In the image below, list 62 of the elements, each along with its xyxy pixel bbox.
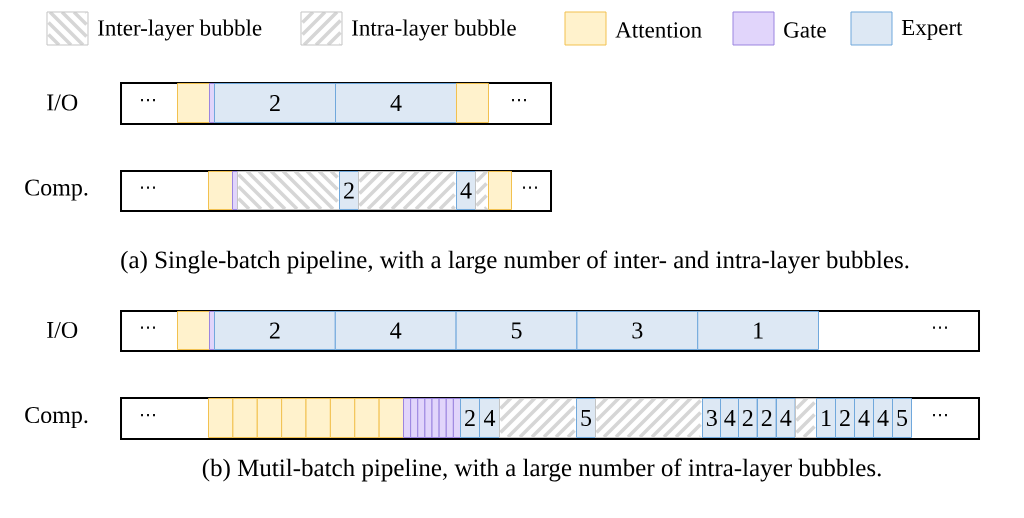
row-label: Comp. (25, 179, 88, 201)
expert-block: 4 (720, 398, 740, 438)
intra-layer-bubble (595, 398, 703, 438)
expert-block: 2 (339, 171, 359, 210)
legend-label: Expert (901, 20, 963, 40)
expert-block: 4 (479, 398, 500, 438)
expert-block: 4 (335, 83, 457, 123)
expert-block: 2 (214, 83, 336, 123)
expert-block: 5 (455, 311, 578, 350)
attention-block (378, 398, 404, 438)
expert-block: 2 (460, 398, 480, 438)
row-label: I/O (47, 94, 78, 111)
attention-block (281, 398, 307, 438)
expert-block: 4 (873, 398, 893, 438)
expert-block: 2 (214, 311, 336, 350)
legend-label: Inter-layer bubble (98, 19, 262, 41)
expert-block: 1 (697, 311, 819, 350)
intra-layer-bubble (358, 171, 457, 210)
expert-block: 4 (854, 398, 874, 438)
expert-block: 4 (334, 311, 457, 350)
attention-block (208, 171, 233, 210)
ellipsis: ⋯ (141, 99, 155, 102)
expert-block: 4 (776, 398, 796, 438)
expert-block: 4 (456, 171, 476, 210)
expert-block: 5 (576, 398, 596, 438)
caption: (a) Single-batch pipeline, with a large number of inter- and intra-layer bubbles. (121, 250, 909, 274)
caption: (b) Mutil-batch pipeline, with a large number of intra-layer bubbles. (202, 458, 881, 482)
intra-layer-bubble (795, 398, 817, 438)
expert-block: 5 (892, 398, 912, 438)
inter-layer-bubble (237, 171, 340, 210)
row-label: Comp. (25, 407, 88, 428)
ellipsis: ⋯ (141, 186, 155, 189)
row-label: I/O (47, 321, 78, 339)
expert-block: 2 (757, 398, 777, 438)
ellipsis: ⋯ (523, 186, 537, 189)
expert-block: 3 (702, 398, 722, 438)
attention-block (256, 398, 283, 438)
attention-block (177, 83, 210, 123)
attention-block (305, 398, 331, 438)
ellipsis: ⋯ (933, 326, 947, 329)
ellipsis: ⋯ (141, 326, 155, 329)
attention-block (177, 311, 210, 350)
legend-label: Attention (615, 22, 702, 38)
expert-block: 3 (576, 311, 699, 350)
legend-label: Intra-layer bubble (352, 19, 516, 41)
gate-block (232, 171, 238, 210)
legend-label: Gate (784, 22, 826, 38)
ellipsis: ⋯ (933, 414, 947, 417)
attention-block (456, 83, 489, 123)
ellipsis: ⋯ (141, 414, 155, 417)
attention-block (488, 171, 512, 210)
attention-block (329, 398, 356, 438)
expert-block: 1 (816, 398, 836, 438)
intra-layer-bubble (499, 398, 577, 438)
intra-layer-bubble (475, 171, 489, 210)
attention-block (354, 398, 380, 438)
gate-block (438, 398, 447, 438)
attention-block (208, 398, 234, 438)
attention-block (232, 398, 258, 438)
expert-block: 2 (738, 398, 758, 438)
expert-block: 2 (835, 398, 855, 438)
ellipsis: ⋯ (512, 99, 526, 102)
